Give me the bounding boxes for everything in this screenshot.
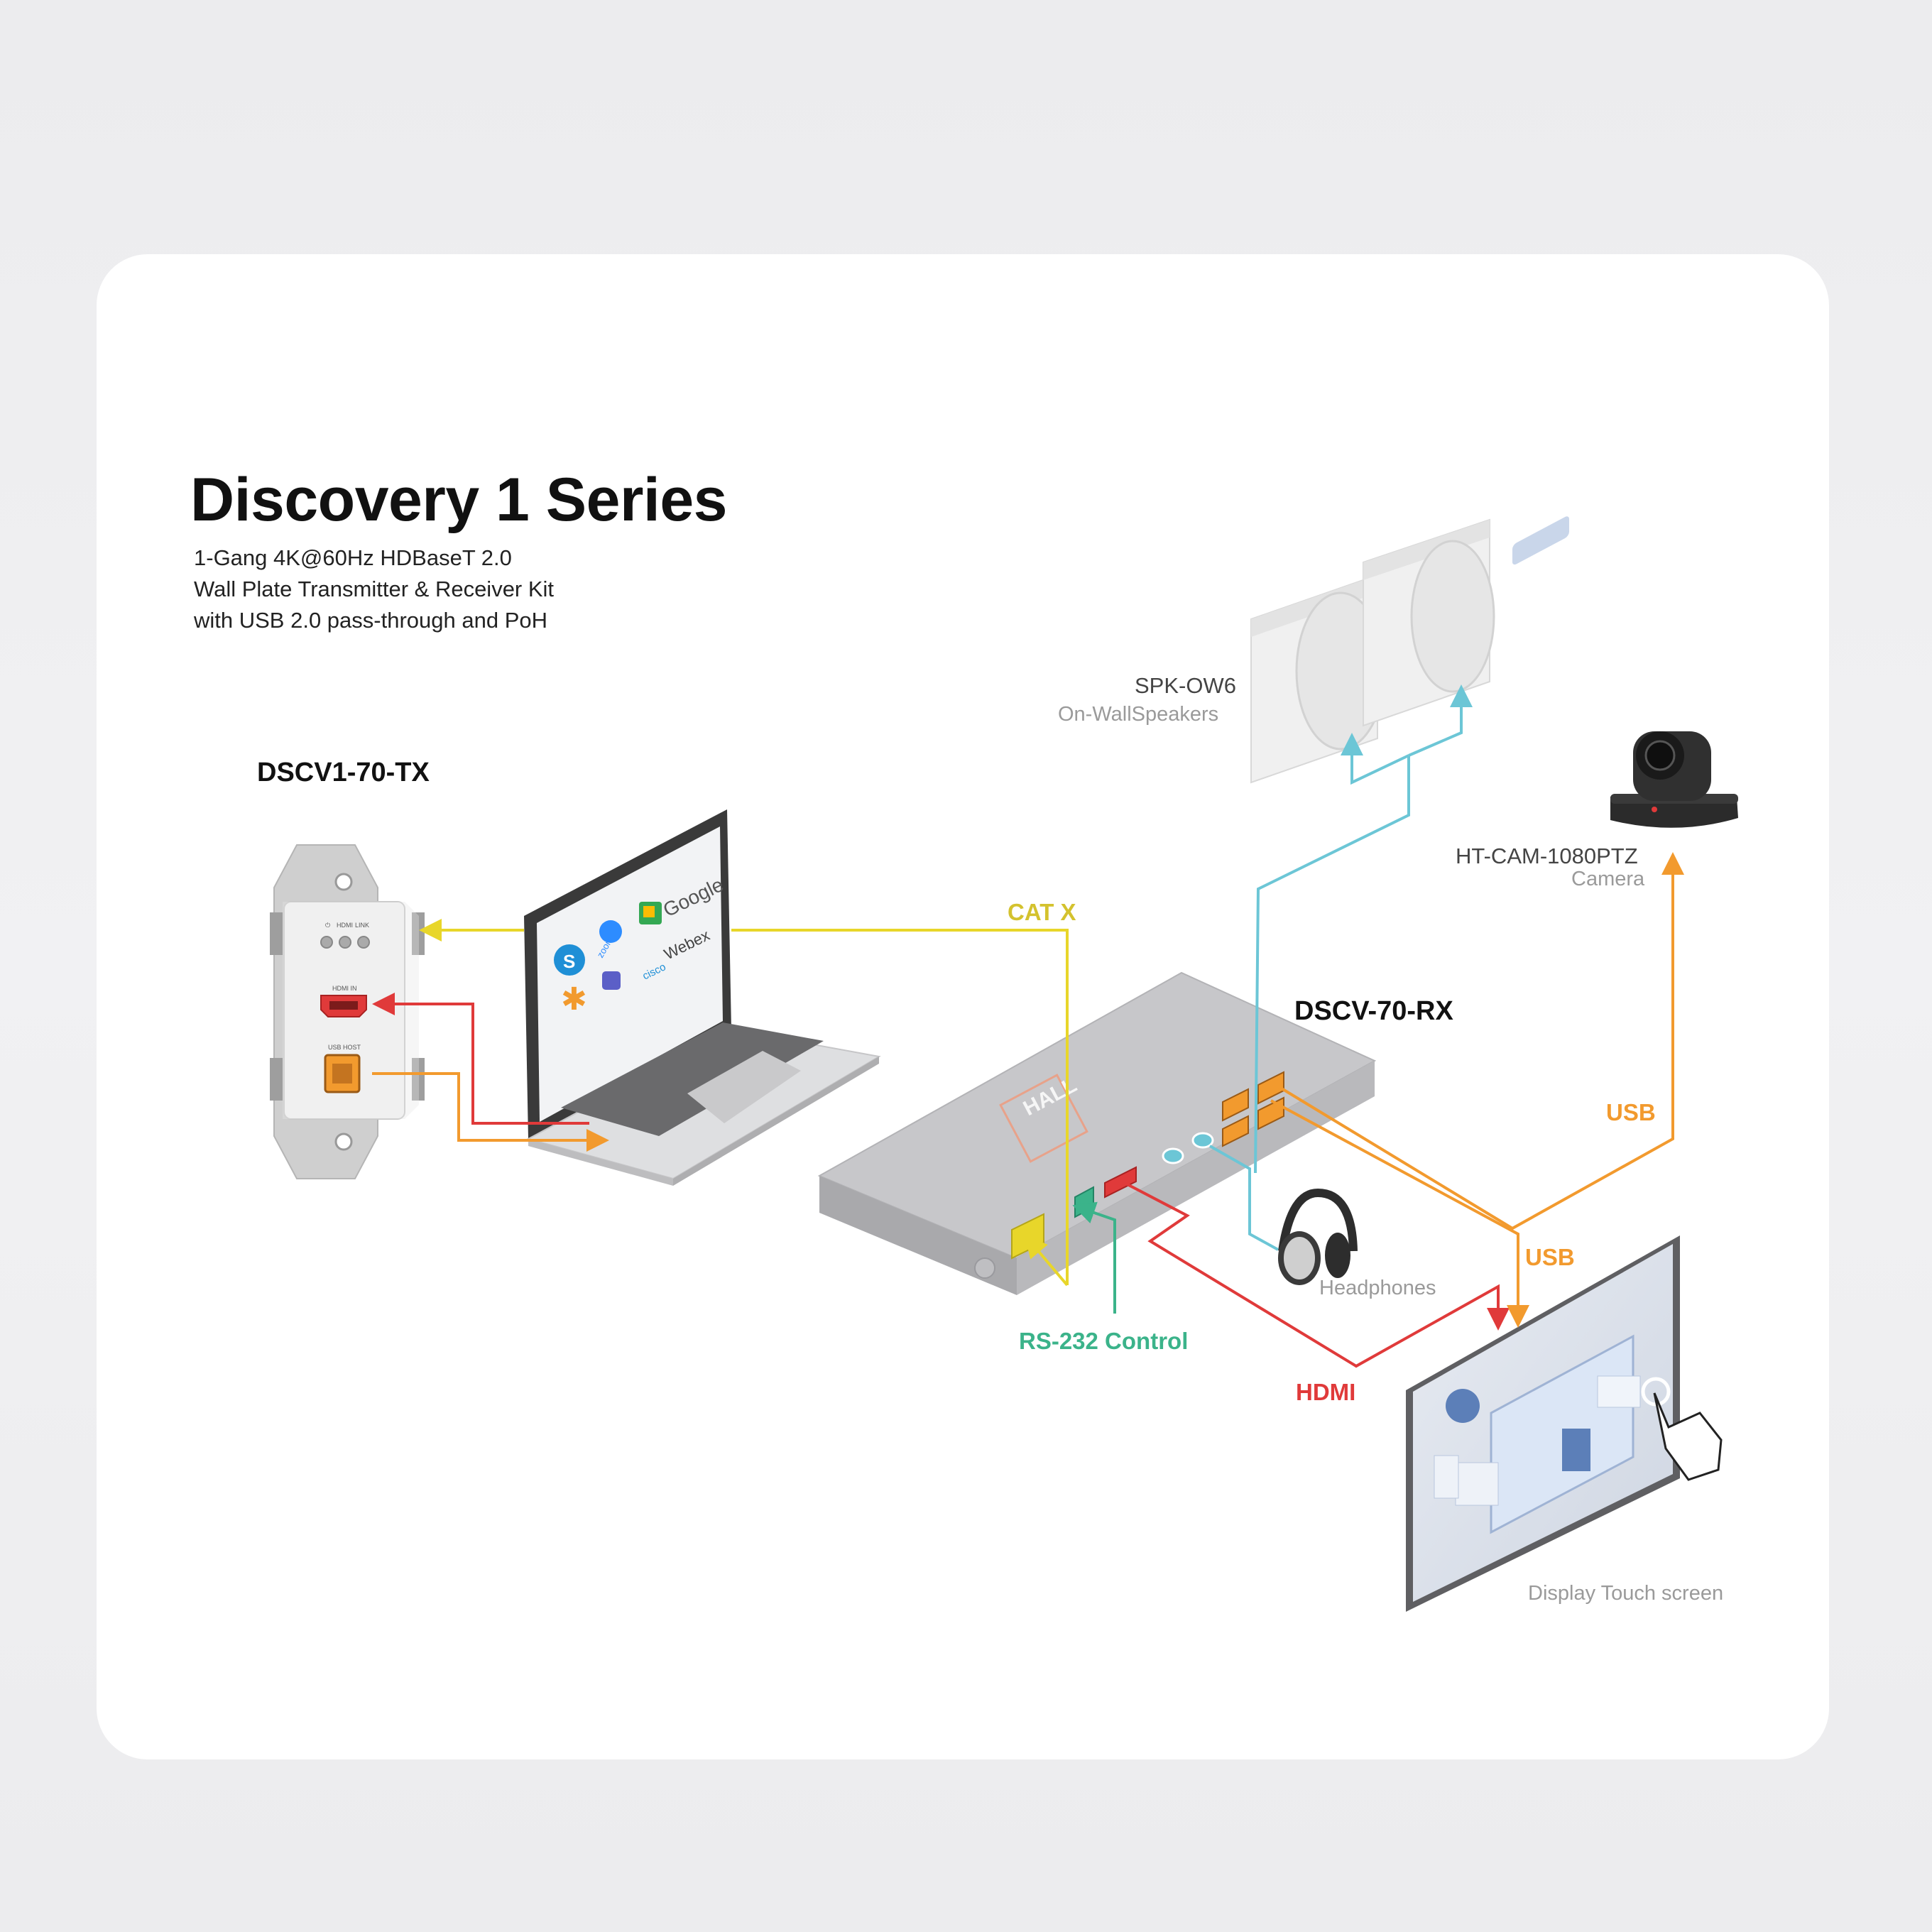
cable-tx-usb	[372, 1072, 609, 1152]
usb-display-label: USB	[1525, 1244, 1575, 1270]
camera-description: Camera	[1571, 868, 1645, 890]
camera-name: HT-CAM-1080PTZ	[1456, 844, 1638, 868]
teams-icon	[602, 971, 621, 990]
laptop: S zoom ✱ Google cisco Webex	[524, 809, 881, 1186]
rs232-label: RS-232 Control	[1019, 1328, 1189, 1354]
port-label-usb-host: USB HOST	[328, 1044, 361, 1051]
usb-camera-label: USB	[1606, 1099, 1656, 1125]
ptz-camera	[1610, 731, 1738, 828]
cable-rx-usb-camera	[1277, 852, 1684, 1230]
hdmi-label: HDMI	[1296, 1379, 1356, 1405]
display-label: Display Touch screen	[1528, 1582, 1724, 1605]
touch-display	[1406, 516, 1723, 1612]
speaker-left	[1250, 574, 1386, 784]
speaker-name: SPK-OW6	[1135, 673, 1236, 698]
cable-rs232	[1072, 1201, 1116, 1314]
transmitter-name: DSCV1-70-TX	[257, 758, 430, 787]
subtitle-line-3: with USB 2.0 pass-through and PoH	[194, 608, 547, 633]
cable-audio-speaker-left	[1341, 733, 1409, 785]
catx-label: CAT X	[1008, 899, 1076, 925]
svg-text:S: S	[563, 951, 575, 972]
led-label-hdmi: HDMI	[337, 922, 353, 929]
receiver-name: DSCV-70-RX	[1294, 996, 1453, 1026]
headphones	[1278, 1188, 1358, 1285]
cable-rx-usb-display	[1270, 1099, 1529, 1328]
cable-audio-speakers	[1254, 755, 1410, 1174]
svg-text:⏻: ⏻	[325, 922, 330, 929]
cable-audio-speaker-right	[1408, 684, 1473, 757]
led-label-link: LINK	[355, 922, 369, 929]
speaker-description: On-WallSpeakers	[1058, 703, 1219, 726]
zoom-icon	[599, 920, 622, 943]
page-title: Discovery 1 Series	[190, 466, 727, 534]
skype-icon	[554, 944, 585, 976]
cable-catx-end	[1024, 1234, 1069, 1287]
cable-audio-headphones	[1209, 1145, 1279, 1251]
cable-rx-hdmi	[1121, 1180, 1510, 1368]
port-label-hdmi-in: HDMI IN	[332, 985, 357, 992]
speaker-right	[1363, 518, 1495, 727]
app-icon-yellow: ✱	[561, 981, 587, 1017]
subtitle-line-1: 1-Gang 4K@60Hz HDBaseT 2.0	[194, 545, 512, 570]
cable-tx-hdmi	[372, 993, 589, 1125]
wall-plate-transmitter: ⏻ HDMI LINK HDMI IN USB HOST	[270, 844, 425, 1179]
headphones-label: Headphones	[1319, 1277, 1436, 1299]
cable-catx	[731, 929, 1069, 1285]
receiver-unit: HALL	[817, 971, 1377, 1295]
subtitle-line-2: Wall Plate Transmitter & Receiver Kit	[194, 577, 555, 601]
